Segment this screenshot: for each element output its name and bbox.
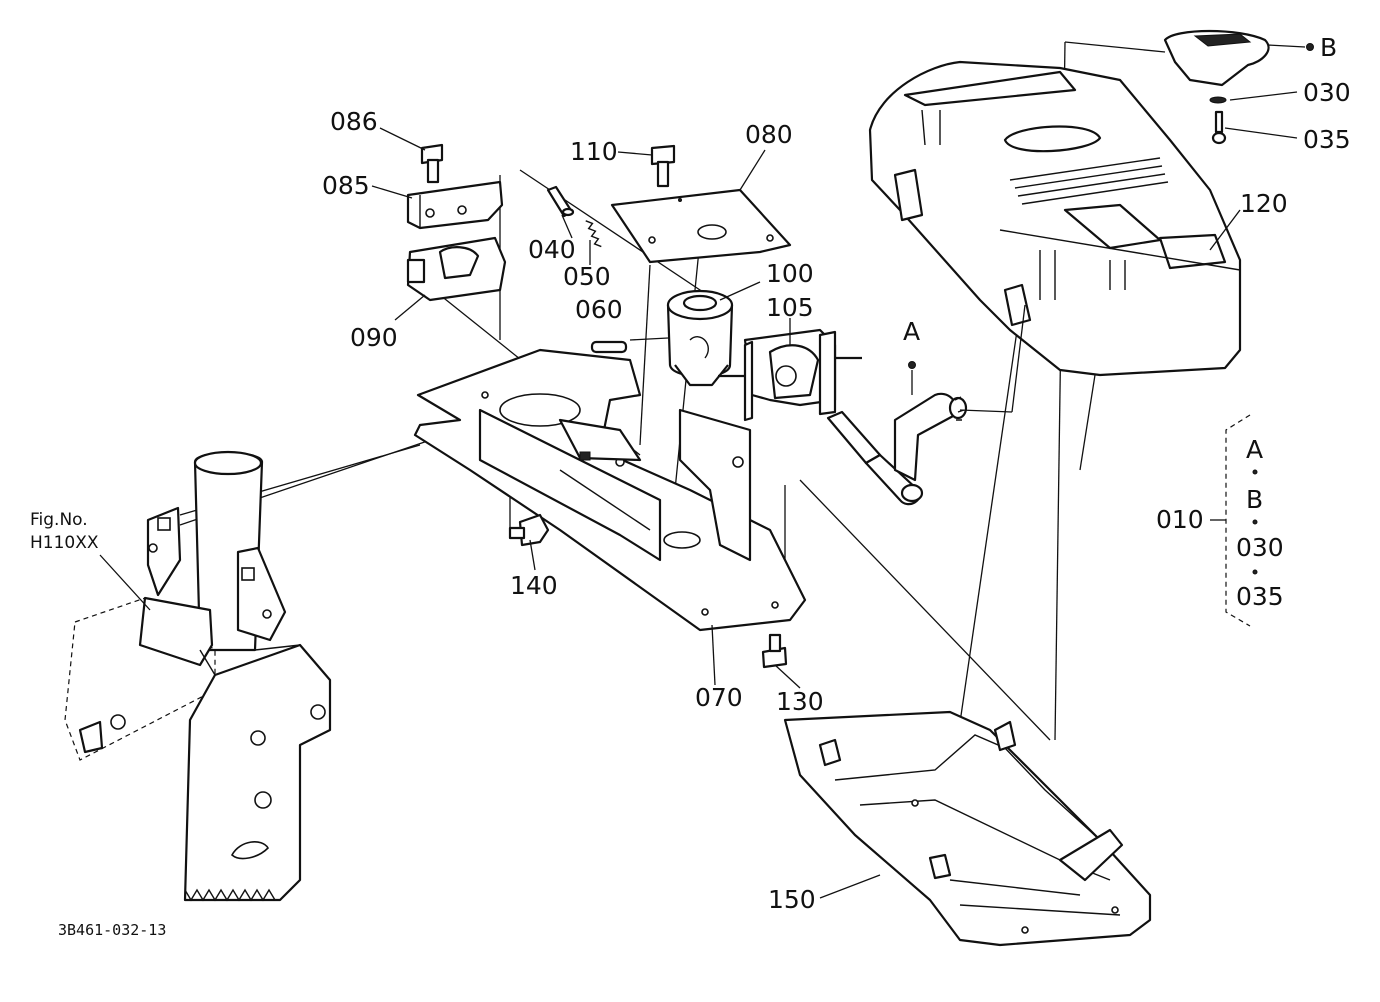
callout-100: 100 [766,259,814,288]
callout-labels: 086 085 090 040 050 060 110 080 100 105 … [30,33,1351,939]
part-100-cylinder [666,289,734,387]
steering-column [64,450,332,902]
kit-bracket [1210,414,1258,627]
callout-110: 110 [570,137,618,166]
part-105-bracket [718,328,862,422]
callout-b: B [1320,33,1337,62]
part-070-base-plate [413,348,807,632]
part-120-upper-cover [868,60,1242,377]
part-030-washer [1209,96,1227,104]
part-086-bolt [420,143,444,184]
kit-label-010: 010 [1156,505,1204,534]
kit-item-035: 035 [1236,582,1284,611]
kit-item-a: A [1246,435,1263,464]
callout-150: 150 [768,885,816,914]
drawing-number: 3B461-032-13 [58,921,166,939]
part-080-plate [610,188,792,264]
part-060-pin [590,340,628,354]
kit-item-b: B [1246,485,1263,514]
callout-130: 130 [776,687,824,716]
part-040-pin [546,185,575,218]
callout-leaders [99,43,1314,899]
part-140-bolt [508,513,550,547]
callout-090: 090 [350,323,398,352]
part-lever-a [826,392,968,506]
callout-085: 085 [322,171,370,200]
callout-035: 035 [1303,125,1351,154]
callout-050: 050 [563,262,611,291]
fig-ref-number: H110XX [30,533,99,553]
callout-080: 080 [745,120,793,149]
callout-070: 070 [695,683,743,712]
callout-040: 040 [528,235,576,264]
part-b-knob [1163,29,1270,87]
callout-a: A [903,317,920,346]
part-110-bolt [650,144,676,188]
part-130-bolt [761,633,788,669]
part-085-bracket [406,180,504,230]
part-090-block [406,236,507,302]
part-050-spring [585,220,602,248]
callout-030: 030 [1303,78,1351,107]
callout-060: 060 [575,295,623,324]
callout-140: 140 [510,571,558,600]
callout-086: 086 [330,107,378,136]
callout-120: 120 [1240,189,1288,218]
fig-ref-label: Fig.No. [30,510,88,530]
kit-item-030: 030 [1236,533,1284,562]
callout-105: 105 [766,293,814,322]
part-150-lower-cover [783,710,1152,947]
part-035-screw [1211,110,1227,145]
